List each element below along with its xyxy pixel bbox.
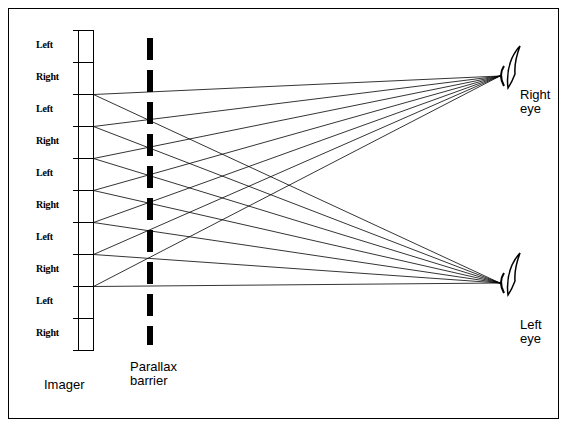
cell-tick <box>73 62 78 63</box>
parallax-barrier <box>147 38 153 345</box>
cell-tick <box>73 350 78 351</box>
imager-cell <box>79 127 94 159</box>
eye-label: Right eye <box>520 88 556 115</box>
cell-tick <box>73 286 78 287</box>
light-rays <box>94 76 501 287</box>
imager-cell <box>79 191 94 223</box>
cell-label: Right <box>36 136 76 147</box>
imager-label: Imager <box>44 378 114 392</box>
imager-cell <box>79 255 94 287</box>
cell-label: Left <box>36 296 76 307</box>
light-ray <box>94 76 501 95</box>
light-ray <box>94 76 501 191</box>
right-eye-symbol <box>501 46 520 88</box>
cell-tick <box>73 318 78 319</box>
cell-label: Left <box>36 232 76 243</box>
cell-label: Left <box>36 40 76 51</box>
light-ray <box>94 76 501 159</box>
cell-tick <box>73 190 78 191</box>
cell-label: Right <box>36 264 76 275</box>
light-ray <box>94 283 501 287</box>
cell-tick <box>73 30 78 31</box>
imager-cell <box>79 31 94 63</box>
frame <box>9 9 559 419</box>
imager-strip <box>73 31 94 351</box>
cell-tick <box>73 94 78 95</box>
light-ray <box>94 76 501 127</box>
imager-cell <box>79 319 94 351</box>
cell-label: Left <box>36 168 76 179</box>
cell-tick <box>73 126 78 127</box>
light-ray <box>94 159 501 284</box>
imager-cell <box>79 287 94 319</box>
imager-cell <box>79 63 94 95</box>
cell-label: Right <box>36 200 76 211</box>
imager-cell <box>79 95 94 127</box>
light-ray <box>94 76 501 287</box>
light-ray <box>94 127 501 284</box>
light-ray <box>94 191 501 284</box>
imager-cell <box>79 159 94 191</box>
barrier-label: Parallax barrier <box>130 360 196 387</box>
light-ray <box>94 223 501 284</box>
eye-label: Left eye <box>520 318 556 345</box>
light-ray <box>94 76 501 223</box>
left-eye-symbol <box>501 253 520 295</box>
light-ray <box>94 255 501 284</box>
light-ray <box>94 76 501 255</box>
cell-label: Right <box>36 328 76 339</box>
cell-label: Right <box>36 72 76 83</box>
cell-tick <box>73 158 78 159</box>
cell-tick <box>73 254 78 255</box>
cell-label: Left <box>36 104 76 115</box>
cell-tick <box>73 222 78 223</box>
imager-cell <box>79 223 94 255</box>
